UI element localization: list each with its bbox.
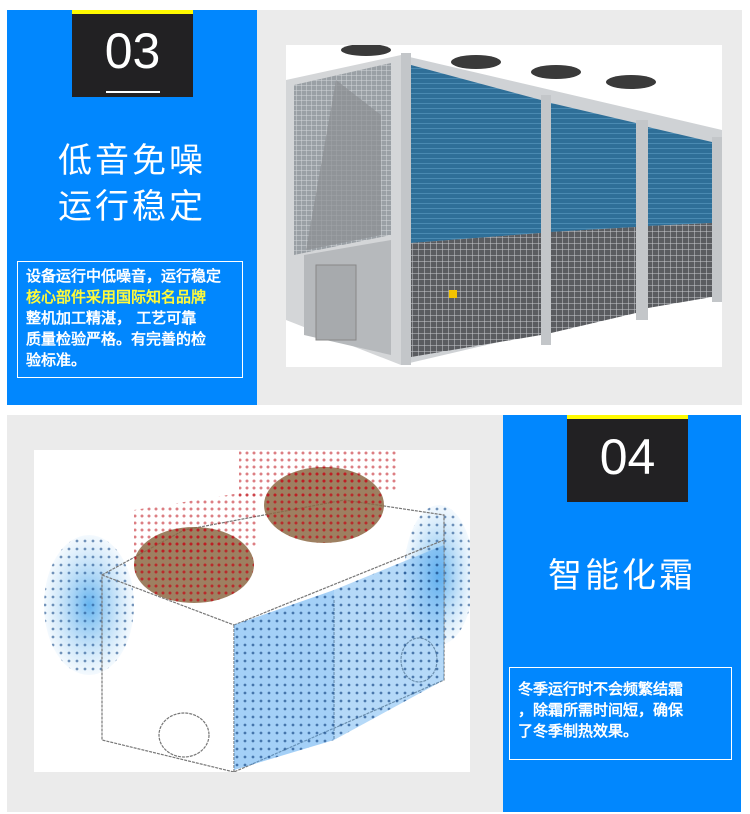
feature-03-number-badge: 03 (72, 10, 193, 97)
badge-underline (106, 91, 160, 93)
feature-03-title-line2: 运行稳定 (58, 187, 206, 227)
feature-04-description-box: 冬季运行时不会频繁结霜 ，除霜所需时间短，确保 了冬季制热效果。 (509, 667, 732, 760)
feature-04-desc-line1: 冬季运行时不会频繁结霜 (518, 680, 684, 698)
feature-04-desc-line3: 了冬季制热效果。 (518, 722, 639, 740)
feature-04-number-badge: 04 (567, 415, 688, 502)
feature-04-desc-line2: ，除霜所需时间短，确保 (518, 701, 684, 719)
feature-03-desc-line5: 验标准。 (26, 351, 87, 369)
airflow-defrost-illustration (44, 450, 470, 772)
chiller-unit-photo (286, 45, 722, 367)
feature-03-number: 03 (104, 23, 161, 79)
defrost-diagram (34, 450, 470, 772)
feature-03-desc-highlight: 核心部件采用国际知名品牌 (26, 288, 207, 306)
feature-04-number: 04 (599, 429, 656, 485)
feature-03-desc-line4: 质量检验严格。有完善的检 (26, 330, 207, 348)
feature-03-description-box: 设备运行中低噪音，运行稳定 核心部件采用国际知名品牌 整机加工精湛， 工艺可靠 … (17, 261, 243, 378)
feature-03-desc-line3: 整机加工精湛， 工艺可靠 (26, 309, 197, 327)
feature-03-title: 低音免噪 运行稳定 (7, 138, 257, 230)
feature-04-title: 智能化霜 (548, 556, 696, 596)
feature-03-desc-line1: 设备运行中低噪音，运行稳定 (26, 267, 222, 285)
feature-03-title-line1: 低音免噪 (58, 141, 206, 181)
chiller-unit-illustration (286, 45, 722, 365)
